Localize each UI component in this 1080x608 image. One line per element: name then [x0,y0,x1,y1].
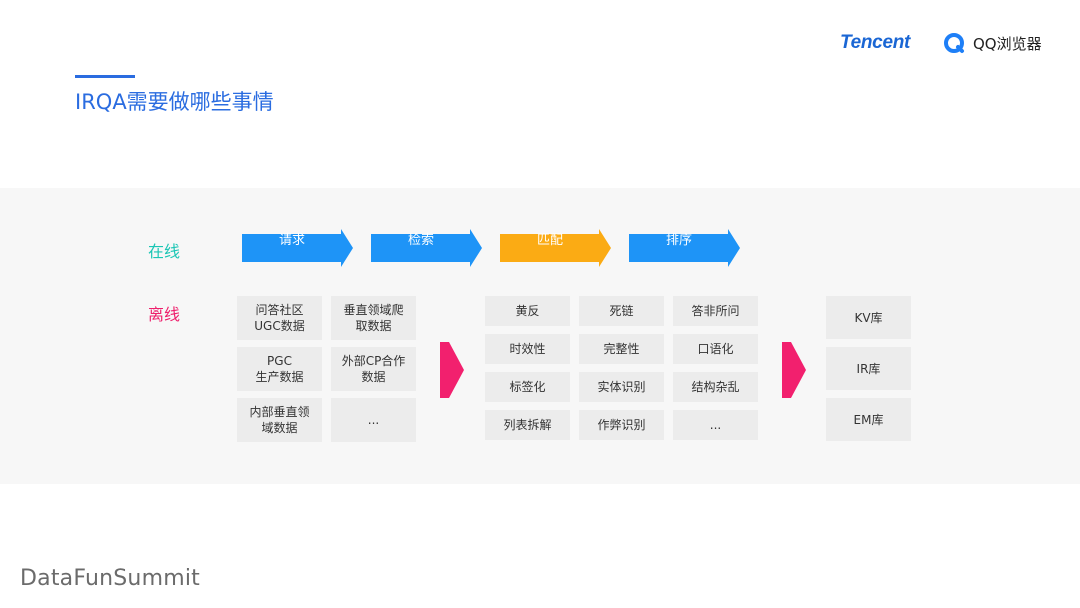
process-box: 死链 [579,296,664,326]
arrow-fill [242,229,353,267]
process-box: 作弊识别 [579,410,664,440]
store-box: IR库 [826,347,911,390]
process-box: 完整性 [579,334,664,364]
step-label: 匹配 [536,233,563,248]
arrow-fill [371,229,482,267]
offline-label: 离线 [148,305,181,324]
source-box: ... [331,398,416,442]
step-label: 排序 [665,233,692,248]
online-step-request: 请求 [242,229,354,267]
flow-arrow-fill [782,342,806,398]
store-box: EM库 [826,398,911,441]
process-box: 标签化 [485,372,570,402]
chevron-arrow-shape [500,229,611,267]
qq-browser-text: QQ浏览器 [973,34,1042,53]
process-box: ... [673,410,758,440]
process-box: 时效性 [485,334,570,364]
online-step-retrieve: 检索 [371,229,483,267]
page-title: IRQA需要做哪些事情 [75,90,274,114]
title-accent-bar [75,75,135,78]
flow-arrow-fill [440,342,464,398]
online-label: 在线 [148,242,181,261]
store-box: KV库 [826,296,911,339]
source-box: 垂直领域爬 取数据 [331,296,416,340]
source-box: PGC 生产数据 [237,347,322,391]
flow-arrow-icon [440,342,464,398]
flow-arrow-icon [782,342,806,398]
step-label: 检索 [407,233,434,248]
qq-browser-logo: QQ浏览器 [943,32,1042,54]
arrow-fill [629,229,740,267]
process-box: 口语化 [673,334,758,364]
chevron-arrow-shape [629,229,740,267]
online-step-rank: 排序 [629,229,741,267]
process-box: 答非所问 [673,296,758,326]
process-box: 列表拆解 [485,410,570,440]
online-step-match: 匹配 [500,229,612,267]
process-box: 实体识别 [579,372,664,402]
tencent-logo: Tencent [840,32,911,53]
source-box: 内部垂直领 域数据 [237,398,322,442]
chevron-arrow-shape [242,229,353,267]
arrow-fill [500,229,611,267]
source-box: 外部CP合作 数据 [331,347,416,391]
chevron-arrow-shape [371,229,482,267]
process-box: 黄反 [485,296,570,326]
process-box: 结构杂乱 [673,372,758,402]
footer-brand: DataFunSummit [20,566,200,591]
qq-browser-icon [944,33,964,53]
step-label: 请求 [278,233,305,248]
source-box: 问答社区 UGC数据 [237,296,322,340]
